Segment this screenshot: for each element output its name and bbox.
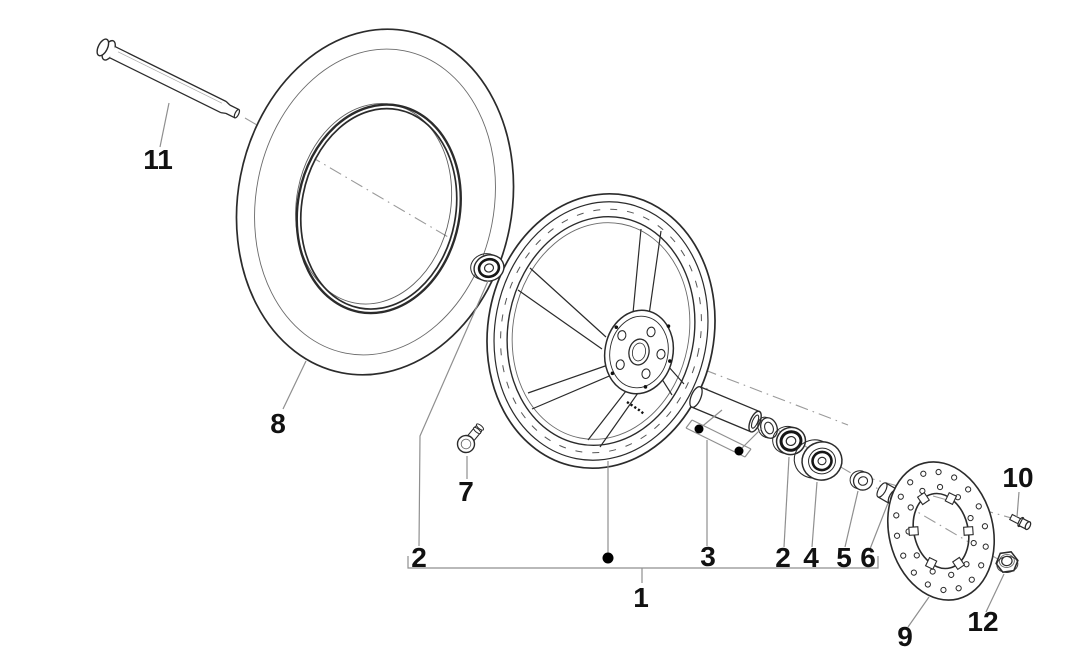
callout-2-left: 2	[411, 542, 427, 573]
disc-drilled-holes	[893, 468, 989, 594]
callout-9: 9	[897, 621, 913, 652]
callout-3: 3	[700, 541, 716, 572]
callout-10: 10	[1002, 462, 1033, 493]
assembly-dot	[602, 552, 614, 564]
callout-11: 11	[143, 144, 173, 175]
axle-drawing	[96, 38, 241, 119]
nut-drawing	[995, 551, 1019, 574]
callout-7: 7	[458, 476, 474, 507]
disc-screw-drawing	[1008, 513, 1032, 531]
brake-disc-drawing	[887, 461, 995, 601]
callout-5: 5	[836, 542, 852, 573]
leader-lines	[159, 102, 1020, 628]
rim-marking	[626, 401, 645, 415]
hub-spacer-drawing	[793, 439, 843, 481]
callout-6: 6	[860, 542, 876, 573]
spacer-leader-dot-b	[734, 446, 744, 456]
callout-2-right: 2	[775, 542, 791, 573]
callout-1: 1	[633, 582, 649, 613]
hub-screw-dots	[610, 324, 672, 389]
callout-8: 8	[270, 408, 286, 439]
wheel-spokes	[517, 228, 685, 448]
ring-drawing	[849, 470, 874, 491]
callout-4: 4	[803, 542, 819, 573]
spacer-tube-drawing	[689, 386, 762, 433]
callout-labels: 11 8 7 2 3 2 4 5 6 1 9 12 10	[143, 144, 1033, 652]
disc-mount-tabs	[908, 491, 974, 571]
valve-drawing	[456, 423, 485, 454]
assembly-bracket	[407, 424, 879, 583]
callout-12: 12	[967, 606, 998, 637]
bearing-left-drawing	[470, 253, 505, 282]
wheel-rim-drawing	[486, 192, 716, 470]
spacer-leader-dot-a	[694, 424, 704, 434]
wheel-hub	[603, 309, 675, 395]
